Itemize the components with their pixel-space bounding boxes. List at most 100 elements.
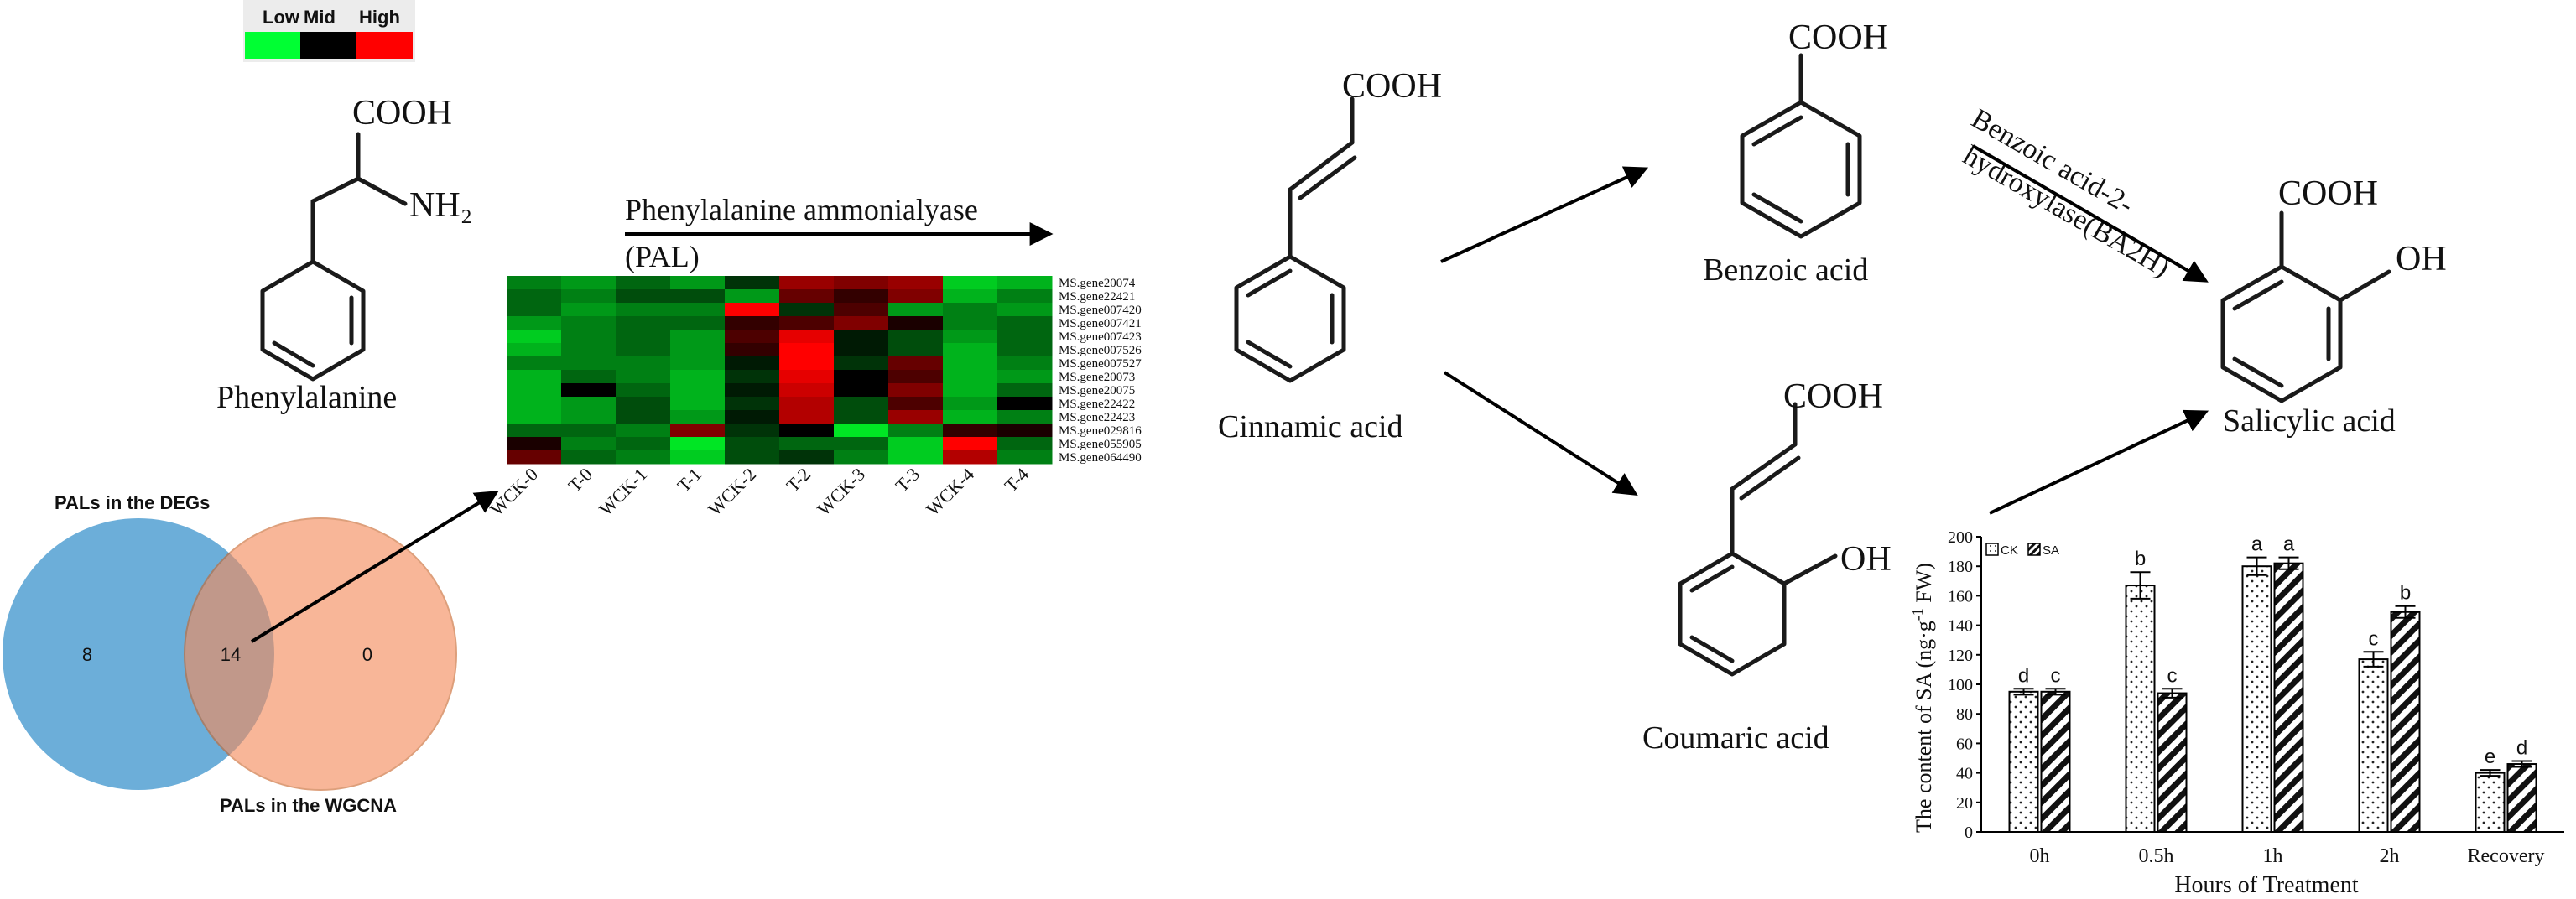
heatmap-cell: [507, 437, 562, 451]
salicylic-acid-structure: COOH OH Salicylic acid: [2220, 174, 2447, 439]
heatmap-cell: [616, 424, 671, 438]
ba2h-enzyme-label: Benzoic acid-2- hydroxylase(BA2H): [1958, 103, 2209, 283]
heatmap-column-label: T-0: [564, 464, 596, 496]
coumaric-acid-structure: COOH OH Coumaric acid: [1642, 377, 1892, 756]
heatmap-cell: [834, 397, 889, 411]
heatmap-cell: [616, 289, 671, 304]
salicylic-cooh-label: COOH: [2278, 174, 2378, 213]
chart-significance-letter: c: [2051, 664, 2061, 687]
heatmap-cell: [725, 316, 780, 330]
heatmap-cell: [507, 450, 562, 465]
chart-x-tick-label: Recovery: [2468, 845, 2545, 867]
heatmap-cell: [507, 397, 562, 411]
heatmap-cell: [779, 410, 835, 424]
chart-y-tick-label: 60: [1956, 735, 1973, 753]
benzoic-acid-structure: COOH Benzoic acid: [1703, 18, 1888, 288]
heatmap-row-label: MS.gene007420: [1059, 304, 1142, 317]
heatmap-cell: [779, 450, 835, 465]
legend-ck-label: CK: [2001, 543, 2018, 558]
heatmap-row-label: MS.gene007527: [1059, 357, 1142, 371]
ba2h-arrow: [1971, 144, 2209, 283]
coumaric-oh-label: OH: [1840, 540, 1892, 579]
heatmap-cell: [616, 356, 671, 371]
heatmap-cell: [670, 397, 726, 411]
color-key-high-swatch: [356, 32, 413, 59]
heatmap-cell: [616, 303, 671, 317]
heatmap-cell: [561, 330, 617, 344]
chart-significance-letter: e: [2485, 746, 2495, 768]
heatmap-cell: [779, 289, 835, 304]
heatmap-cell: [997, 289, 1053, 304]
chart-y-tick-label: 200: [1948, 528, 1973, 547]
heatmap-cell: [670, 316, 726, 330]
heatmap-cell: [670, 370, 726, 384]
heatmap-cells: [507, 276, 1053, 465]
color-key-low-label: Low: [263, 7, 300, 28]
heatmap-cell: [507, 303, 562, 317]
chart-bar-ck: [2475, 772, 2506, 833]
chart-bars: [2008, 556, 2537, 834]
heatmap-cell: [725, 397, 780, 411]
heatmap-cell: [561, 410, 617, 424]
heatmap-row-label: MS.gene20074: [1059, 277, 1136, 290]
heatmap-cell: [779, 397, 835, 411]
heatmap-row-label: MS.gene22421: [1059, 290, 1135, 304]
heatmap-cell: [943, 437, 998, 451]
legend-ck-swatch: [1985, 543, 1999, 556]
chart-y-tick-label: 0: [1965, 824, 1973, 842]
heatmap-cell: [616, 276, 671, 290]
heatmap-cell: [834, 316, 889, 330]
heatmap-cell: [997, 424, 1053, 438]
heatmap-cell: [616, 343, 671, 357]
heatmap-row-label: MS.gene029816: [1059, 424, 1142, 438]
chart-y-tick-label: 160: [1948, 587, 1973, 605]
heatmap-cell: [779, 303, 835, 317]
heatmap-cell: [561, 343, 617, 357]
heatmap-cell: [834, 356, 889, 371]
chart-bar-sa: [2157, 692, 2188, 833]
heatmap-cell: [561, 397, 617, 411]
heatmap-cell: [834, 330, 889, 344]
heatmap-cell: [997, 303, 1053, 317]
heatmap-row-label: MS.gene055905: [1059, 438, 1142, 451]
heatmap-cell: [997, 343, 1053, 357]
heatmap-cell: [616, 410, 671, 424]
coumaric-cooh-label: COOH: [1783, 377, 1883, 416]
heatmap-cell: [725, 424, 780, 438]
chart-significance-letter: d: [2516, 737, 2527, 760]
heatmap-row-label: MS.gene007421: [1059, 317, 1142, 330]
heatmap-cell: [507, 316, 562, 330]
heatmap-cell: [888, 397, 944, 411]
venn-right-circle: [184, 517, 457, 791]
chart-bar-sa: [2390, 611, 2421, 833]
cinnamic-acid-structure: COOH Cinnamic acid: [1218, 67, 1442, 444]
chart-bar-sa: [2506, 763, 2537, 833]
heatmap-row-labels: MS.gene20074MS.gene22421MS.gene007420MS.…: [1059, 277, 1142, 465]
heatmap-cell: [779, 424, 835, 438]
chart-significance-letter: c: [2167, 664, 2178, 687]
chart-bar-ck: [2241, 565, 2272, 833]
heatmap-cell: [725, 410, 780, 424]
chart-bar-ck: [2125, 585, 2156, 834]
heatmap-cell: [561, 303, 617, 317]
chart-y-tick-label: 80: [1956, 705, 1973, 724]
chart-y-tick-label: 180: [1948, 558, 1973, 576]
heatmap-cell: [943, 410, 998, 424]
heatmap-cell: [888, 276, 944, 290]
heatmap-column-label: T-2: [782, 464, 814, 496]
heatmap-cell: [997, 410, 1053, 424]
color-key-high-label: High: [359, 7, 400, 28]
venn-right-only-count: 0: [362, 644, 372, 665]
heatmap-cell: [670, 437, 726, 451]
heatmap-cell: [725, 289, 780, 304]
heatmap-cell: [943, 343, 998, 357]
pal-name-line1: Phenylalanine ammonialyase: [625, 193, 978, 226]
heatmap-column-label: T-3: [891, 464, 924, 496]
heatmap-cell: [943, 450, 998, 465]
chart-bar-sa: [2040, 690, 2071, 833]
heatmap-cell: [725, 303, 780, 317]
salicylic-acid-name: Salicylic acid: [2223, 403, 2396, 439]
